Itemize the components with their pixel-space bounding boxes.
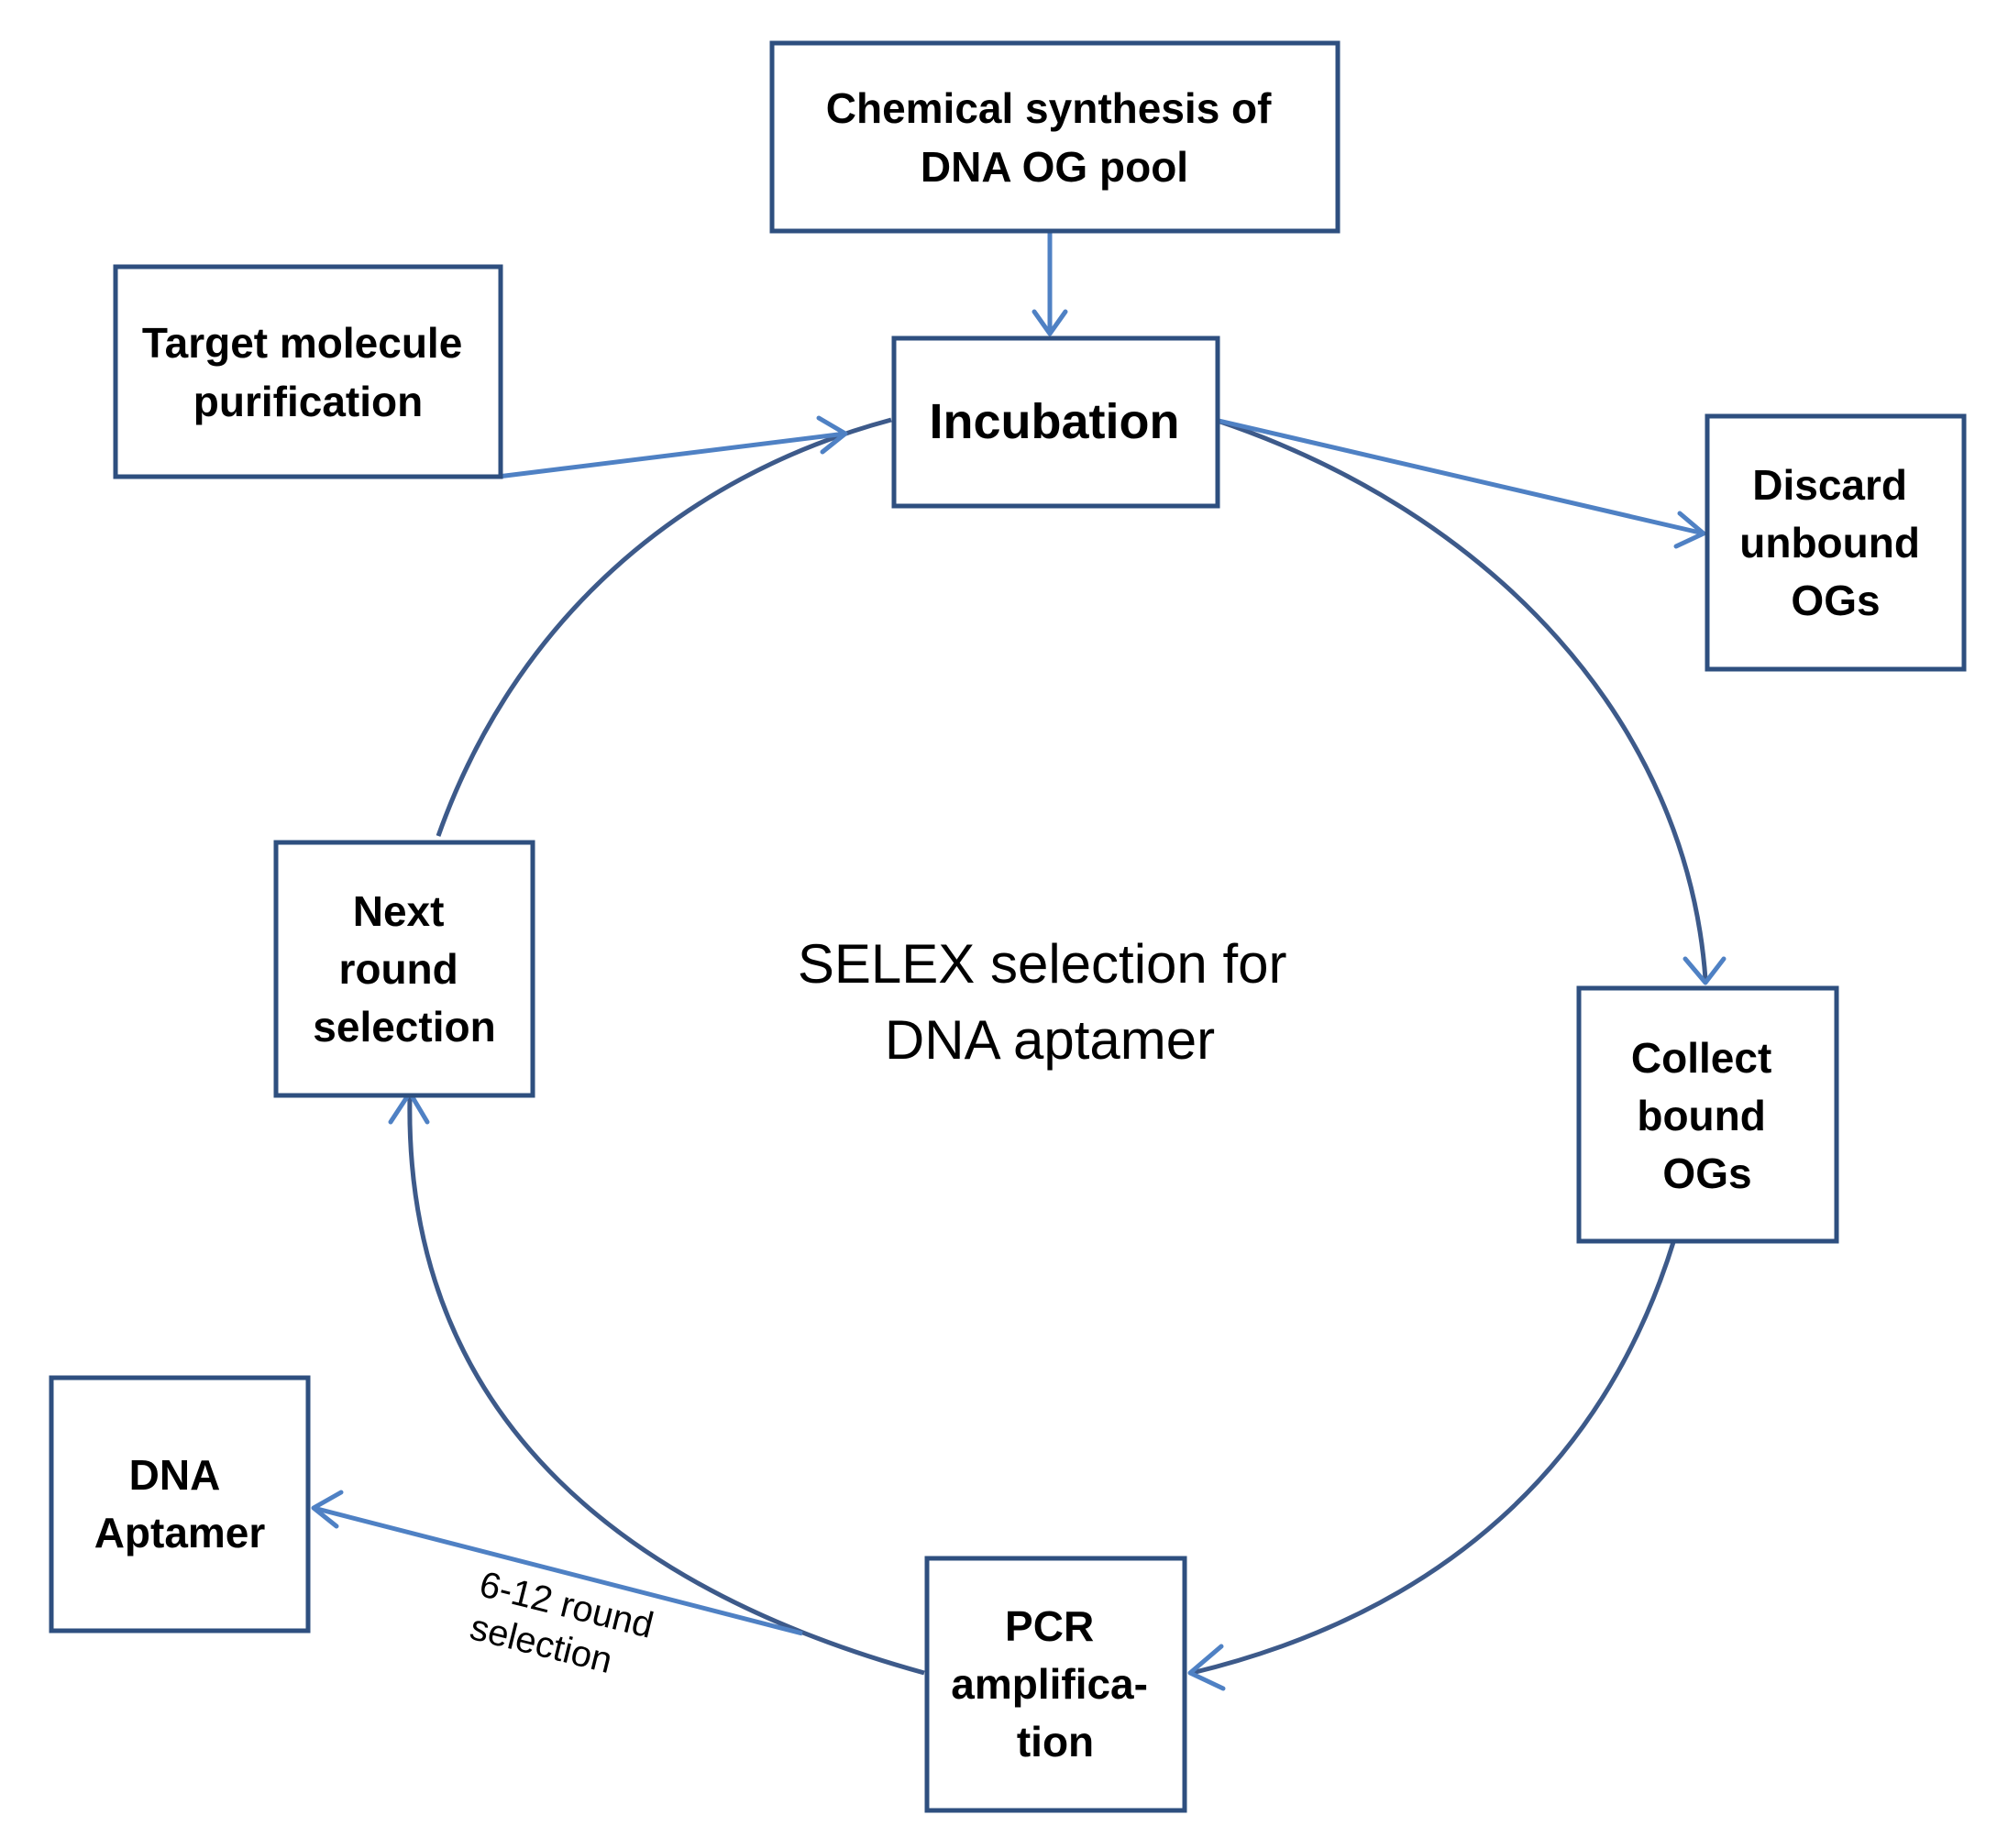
arc-next-round-to-incubation xyxy=(436,417,892,837)
arrowhead-aptamer xyxy=(311,1490,344,1529)
arrowhead-discard xyxy=(1673,511,1706,549)
arrowhead-incubation-top xyxy=(1032,309,1068,336)
collect-box: Collect bound OGs xyxy=(1576,985,1839,1244)
arc-incubation-to-collect xyxy=(1214,417,1708,980)
target-label: Target molecule purification xyxy=(142,319,474,425)
incubation-label: Incubation xyxy=(930,394,1180,449)
cycle-arrows xyxy=(388,417,1727,1691)
target-box: Target molecule purification xyxy=(113,264,503,479)
synthesis-box: Chemical synthesis of DNA OG pool xyxy=(769,40,1341,234)
arrowhead-collect xyxy=(1683,956,1727,985)
center-title: SELEX selection for DNA aptamer xyxy=(798,933,1302,1071)
discard-box: Discard unbound OGs xyxy=(1705,413,1967,672)
arrowhead-incubation-left xyxy=(816,415,848,455)
arc-pcr-to-next-round xyxy=(407,1095,925,1676)
discard-label: Discard unbound OGs xyxy=(1739,461,1931,624)
collect-label: Collect bound OGs xyxy=(1631,1034,1783,1197)
synthesis-label: Chemical synthesis of DNA OG pool xyxy=(826,84,1284,191)
arrowhead-pcr xyxy=(1187,1644,1226,1691)
next-round-label: Next round selection xyxy=(313,887,495,1050)
arrow-pcr-to-aptamer xyxy=(313,1505,803,1636)
arc-collect-to-pcr xyxy=(1191,1238,1677,1676)
aptamer-box: DNA Aptamer xyxy=(49,1375,311,1634)
aptamer-label: DNA Aptamer xyxy=(94,1451,266,1556)
pcr-label: PCR amplifica- tion xyxy=(951,1602,1160,1766)
rounds-label: 6-12 round selection xyxy=(465,1564,668,1691)
arrow-incubation-to-discard xyxy=(1214,417,1705,536)
next-round-box: Next round selection xyxy=(273,840,535,1098)
incubation-box: Incubation xyxy=(891,336,1220,509)
pcr-box: PCR amplifica- tion xyxy=(924,1556,1187,1813)
arrow-target-to-incubation xyxy=(497,431,846,479)
